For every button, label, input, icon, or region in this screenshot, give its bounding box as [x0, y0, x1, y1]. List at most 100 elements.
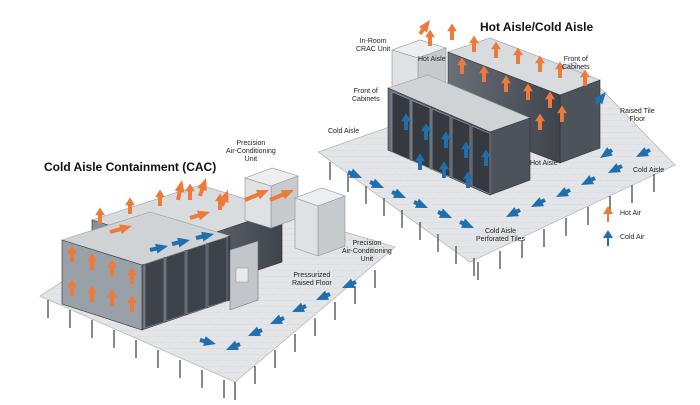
hot-air-arrow: [155, 189, 165, 206]
legend-cold-arrow: [603, 230, 613, 246]
legend-cold-air-label: Cold Air: [620, 234, 645, 241]
cold-air-arrow: [600, 147, 614, 158]
hot-air-arrow: [479, 65, 489, 82]
hot-air-arrow: [107, 289, 117, 306]
hot-air-arrow: [87, 253, 97, 270]
hot-air-arrow: [127, 295, 137, 312]
hot-air-arrow: [67, 279, 77, 296]
label-line: Air-Conditioning: [342, 248, 392, 255]
hot-air-arrow: [457, 57, 467, 74]
hot-air-arrow: [197, 178, 207, 197]
cold-air-arrow: [556, 187, 571, 197]
hot-air-arrow: [95, 207, 105, 224]
label-line: Raised Tile: [620, 108, 655, 115]
cold-air-arrow: [171, 237, 190, 248]
cold-air-arrow: [391, 188, 406, 198]
cold-air-arrow: [463, 171, 473, 188]
cold-air-arrow: [199, 336, 216, 346]
hot-air-arrow: [125, 197, 135, 214]
hot-air-arrow: [557, 105, 567, 122]
label-line: Air-Conditioning: [226, 148, 276, 155]
cold-air-arrow: [413, 198, 428, 208]
hot-air-arrow: [87, 285, 97, 302]
cold-air-arrow: [292, 302, 307, 312]
title-hac: Hot Aisle/Cold Aisle: [480, 20, 594, 34]
cold-air-arrow: [226, 340, 241, 350]
label-hot-aisle-mid: Hot Aisle: [530, 160, 558, 167]
cold-air-arrow: [149, 243, 168, 254]
cold-air-arrow: [481, 149, 491, 166]
label-line: In-Room: [359, 38, 387, 45]
cold-air-arrow: [608, 163, 623, 173]
hot-air-arrow: [501, 75, 511, 92]
cold-air-arrow: [459, 218, 474, 228]
cabinet-door: [391, 91, 411, 161]
label-cold-aisle-left: Cold Aisle: [328, 128, 360, 135]
hot-air-arrow: [555, 61, 565, 78]
hot-air-arrow: [447, 23, 457, 40]
hot-air-arrow: [513, 47, 523, 64]
hot-air-arrow: [127, 267, 137, 284]
label-hot-aisle-top: Hot Aisle: [418, 56, 446, 63]
hot-air-arrow: [535, 55, 545, 72]
label-line: Pressurized: [293, 272, 331, 279]
label-line: Raised Floor: [292, 280, 332, 287]
cold-air-arrow: [437, 208, 452, 218]
label-raised-tile-floor: Raised Tile Floor: [620, 108, 655, 124]
airflow-arrows: [67, 20, 651, 350]
hot-air-arrow: [107, 259, 117, 276]
cold-air-arrow: [636, 147, 651, 157]
hot-air-arrow: [523, 83, 533, 100]
cabinet-door: [144, 257, 165, 329]
label-line: CRAC Unit: [356, 46, 391, 53]
hot-air-arrow: [418, 20, 430, 36]
hot-air-arrow: [269, 190, 294, 202]
legend-hot-arrow: [603, 206, 613, 222]
hot-air-arrow: [545, 91, 555, 108]
cold-air-arrow: [195, 231, 214, 242]
cac-cabinet-doors: [144, 236, 228, 329]
cold-air-arrow: [415, 153, 425, 170]
cold-air-arrow: [439, 161, 449, 178]
cabinet-door: [207, 236, 228, 308]
label-in-room-crac: In-Room CRAC Unit: [356, 38, 390, 54]
label-line: Precision: [352, 240, 382, 247]
label-front-of-cabinets-right: Front of Cabinets: [562, 56, 590, 72]
label-line: Perforated Tiles: [476, 236, 526, 243]
label-line: Unit: [360, 256, 374, 263]
cold-air-arrow: [369, 178, 384, 188]
hot-air-arrow: [491, 41, 501, 58]
label-cold-aisle-perforated: Cold Aisle Perforated Tiles: [476, 228, 525, 244]
hot-air-arrow: [469, 35, 479, 52]
cold-air-arrow: [581, 175, 596, 185]
cold-air-arrow: [342, 278, 357, 288]
label-line: Unit: [244, 156, 258, 163]
cabinet-door: [451, 117, 471, 186]
label-line: Front of: [563, 56, 588, 63]
cold-air-arrow: [270, 314, 285, 324]
hot-air-arrow: [219, 190, 229, 207]
label-line: Front of: [353, 88, 378, 95]
cabinet-door: [165, 250, 186, 322]
legend-hot-air-label: Hot Air: [620, 210, 642, 217]
cold-air-arrow: [316, 290, 331, 300]
label-front-of-cabinets-left: Front of Cabinets: [352, 88, 380, 104]
hot-air-arrow: [174, 180, 185, 201]
label-line: Cabinets: [352, 96, 380, 103]
cold-air-arrow: [401, 113, 411, 130]
cold-air-arrow: [531, 197, 546, 207]
cold-air-arrow: [421, 123, 431, 140]
label-pressurized-floor: Pressurized Raised Floor: [292, 272, 332, 288]
hot-air-arrow: [244, 190, 269, 202]
label-precision-ac-bottom: Precision Air-Conditioning Unit: [342, 240, 392, 264]
hot-air-arrow: [189, 210, 210, 221]
hac-cabinet-doors: [391, 91, 491, 195]
cabinet-door: [186, 243, 207, 315]
cold-air-arrow: [248, 326, 263, 336]
cold-air-arrow: [506, 207, 521, 217]
label-line: Cold Aisle: [484, 228, 517, 235]
hot-air-arrow: [535, 113, 545, 130]
label-cold-aisle-right: Cold Aisle: [633, 167, 665, 174]
